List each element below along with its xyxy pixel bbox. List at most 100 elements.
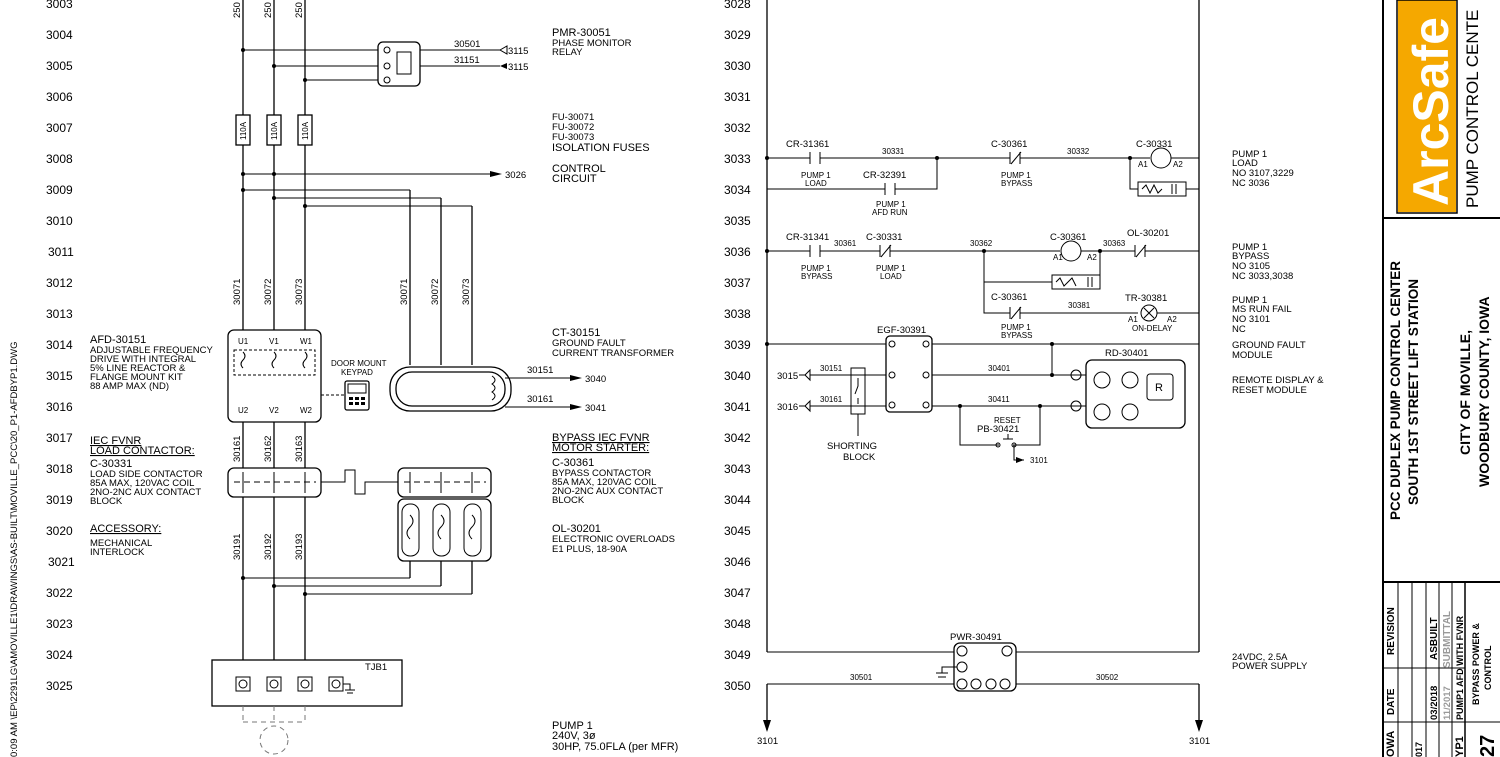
load-contactor-heading: IEC FVNR: [90, 435, 141, 447]
wire-label: 30163: [294, 436, 305, 462]
file-path-label: 0:09 AM \EP\2291LG\AMOVILLE1\DRAWINGS\AS…: [9, 341, 20, 757]
sheet-description: PUMP1 AFD WITH FVNR: [1455, 615, 1465, 720]
ct-tag: CT-30151: [552, 327, 600, 339]
rung-number: 3048: [724, 617, 751, 631]
rung-number: 3015: [46, 369, 73, 383]
device-desc: BYPASS: [801, 272, 832, 281]
wire-label: 30071: [232, 279, 243, 305]
company-logo: ArcSafe: [1403, 17, 1459, 206]
device-desc: PUMP 1: [1001, 323, 1031, 332]
rung-number: 3008: [46, 152, 73, 166]
wire-label: 30332: [1067, 147, 1090, 156]
left-rung-numbers: 3003 3004 3005 3006 3007 3008 3009 3010 …: [46, 0, 75, 693]
wire-label: 30381: [1068, 301, 1091, 310]
rung-number: 3004: [46, 28, 73, 42]
device-desc: LOAD: [880, 272, 902, 281]
device-desc: BYPASS: [1001, 331, 1032, 340]
load-contactor-heading: LOAD CONTACTOR:: [90, 445, 195, 457]
client-location: WOODBURY COUNTY, IOWA: [1476, 296, 1492, 487]
coil-terminal: A1: [1128, 315, 1138, 324]
afd-desc: FLANGE MOUNT KIT: [90, 372, 183, 383]
device-tag: EGF-30391: [877, 325, 926, 336]
accessory-heading: ACCESSORY:: [90, 523, 161, 535]
device-desc: PUMP 1: [876, 200, 906, 209]
note-line: PUMP 1: [1232, 242, 1267, 253]
rung-number: 3038: [724, 307, 751, 321]
cross-reference: 3115: [508, 46, 528, 57]
wire-label: 30501: [454, 39, 480, 50]
rung-number: 3040: [724, 369, 751, 383]
wire-label: 30411: [988, 395, 1010, 404]
fuse-tag: FU-30071: [552, 112, 594, 123]
wire-label: 30363: [1103, 239, 1126, 248]
fuse-rating: 110A: [239, 121, 248, 140]
accessory-desc: INTERLOCK: [90, 547, 145, 558]
revision-entry: SUBMITTAL: [1442, 611, 1453, 668]
rung-number: 3036: [724, 245, 751, 259]
title-fragment: OWA: [1385, 731, 1397, 757]
cross-reference: 3041: [585, 403, 606, 414]
project-subtitle: SOUTH 1ST STREET LIFT STATION: [1406, 279, 1421, 505]
note-line: RESET MODULE: [1232, 385, 1307, 396]
device-tag: C-30361: [991, 139, 1027, 150]
pump-label: 240V, 3ø: [552, 730, 596, 742]
ol-desc: E1 PLUS, 18-90A: [552, 544, 628, 555]
coil-terminal: A1: [1138, 160, 1148, 169]
remote-display-module: R: [1070, 359, 1186, 429]
control-ladder: 3101 3101 CR-31361 PUMP 1 LOAD 30331 C-3…: [757, 0, 1308, 747]
sheet-description: CONTROL: [1483, 645, 1493, 690]
device-desc: PUMP 1: [801, 264, 831, 273]
fuse-rating: 110A: [301, 121, 310, 140]
rung-number: 3024: [46, 648, 73, 662]
rung-number: 3045: [724, 524, 751, 538]
rung-number: 3029: [724, 28, 751, 42]
pump-label: PUMP 1: [552, 720, 593, 732]
rung-number: 3003: [46, 0, 73, 11]
note-line: NO 3105: [1232, 261, 1270, 272]
rung-number: 3030: [724, 59, 751, 73]
wire-label: 30151: [820, 364, 843, 373]
ct-desc: GROUND FAULT: [552, 338, 626, 349]
ol-desc: ELECTRONIC OVERLOADS: [552, 534, 675, 545]
rung-number: 3041: [724, 400, 751, 414]
bypass-desc: 85A MAX, 120VAC COIL: [552, 477, 656, 488]
control-label: CONTROL: [552, 163, 606, 175]
wire-label: 30073: [294, 279, 305, 305]
cross-reference: 3040: [585, 374, 606, 385]
terminal-label: U1: [238, 337, 249, 346]
rung-number: 3043: [724, 462, 751, 476]
note-line: MS RUN FAIL: [1232, 304, 1292, 315]
device-tag: OL-30201: [1127, 228, 1169, 239]
wire-label: 30151: [527, 365, 553, 376]
rung-number: 3031: [724, 90, 751, 104]
bypass-desc: 2NO-2NC AUX CONTACT: [552, 486, 663, 497]
wire-label: 30161: [820, 395, 843, 404]
power-supply: [936, 642, 1017, 692]
note-line: PUMP 1: [1232, 295, 1267, 306]
load-contactor: [227, 467, 322, 498]
rung-number: 3022: [46, 586, 73, 600]
keypad-label: KEYPAD: [341, 368, 373, 377]
revision-entry: ASBUILT: [1429, 617, 1440, 660]
fuse-rating: 110A: [270, 121, 279, 140]
device-tag: C-30331: [1136, 139, 1172, 150]
note-line: PUMP 1: [1232, 149, 1267, 160]
fuse-tag: FU-30072: [552, 122, 594, 133]
load-contactor-desc: BLOCK: [90, 496, 123, 507]
rung-number: 3033: [724, 152, 751, 166]
afd-tag: AFD-30151: [90, 334, 146, 346]
wire-label: 250: [232, 2, 243, 18]
terminal-label: W1: [300, 337, 313, 346]
rung-number: 3049: [724, 648, 751, 662]
wire-label: 30072: [430, 279, 441, 305]
cross-reference: 3101: [1030, 456, 1048, 465]
wire-label: 250: [294, 2, 305, 18]
note-line: BYPASS: [1232, 251, 1269, 262]
afd-desc: 88 AMP MAX (ND): [90, 381, 169, 392]
logo-background: [1398, 0, 1456, 212]
date-header: DATE: [1386, 688, 1397, 715]
terminal-junction-box: TJB1: [211, 659, 403, 707]
note-line: NC: [1232, 324, 1246, 335]
wire-label: 30072: [263, 279, 274, 305]
bypass-contactor: [397, 467, 492, 498]
